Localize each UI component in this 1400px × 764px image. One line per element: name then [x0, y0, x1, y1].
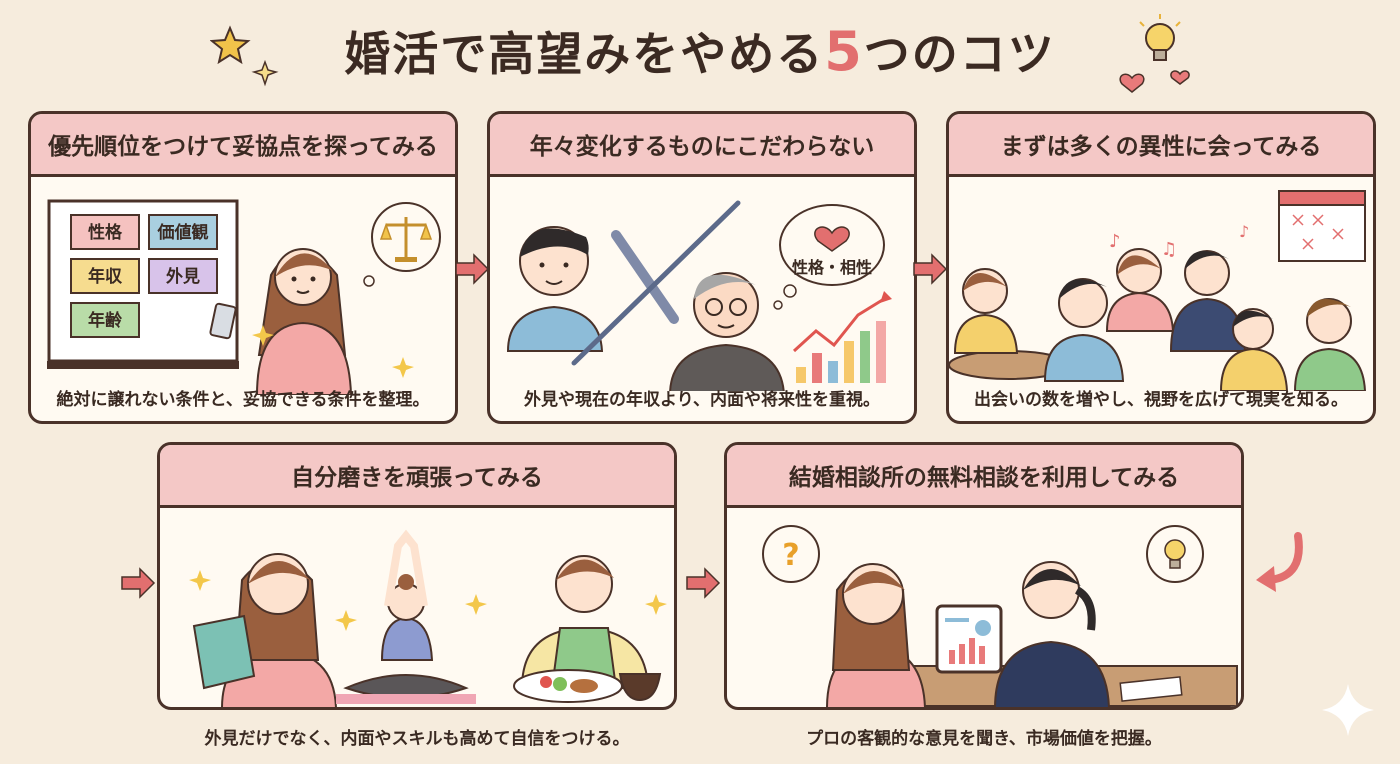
note-label: 価値観	[157, 222, 209, 243]
star-icon	[210, 25, 279, 87]
tip-heading-4: 自分磨きを頑張ってみる	[160, 445, 674, 508]
tip-card-1: 優先順位をつけて妥協点を探ってみる 性格 価値観 年収 外見 年齢	[28, 111, 458, 424]
consultation-illustration: ?	[762, 525, 1238, 707]
note-label: 外見	[166, 266, 200, 287]
curved-arrow-icon	[1256, 532, 1303, 592]
tip-caption-4: 外見だけでなく、内面やスキルも高めて自信をつける。	[204, 729, 630, 749]
lightbulb-icon	[1119, 14, 1190, 93]
tip-caption-1: 絶対に譲れない条件と、妥協できる条件を整理。	[56, 390, 430, 410]
heart-icon	[814, 226, 850, 252]
title-text-before: 婚活で高望みをやめる	[344, 27, 825, 81]
tip-card-3: まずは多くの異性に会ってみる	[946, 111, 1376, 424]
note-label: 性格	[88, 222, 123, 243]
sparkle-icon	[1322, 684, 1374, 736]
meeting-people-illustration: ♪ ♫ ♪	[949, 190, 1367, 391]
svg-text:♪: ♪	[1239, 222, 1249, 241]
svg-text:♪: ♪	[1109, 231, 1121, 252]
tip-card-5: 結婚相談所の無料相談を利用してみる ?	[724, 442, 1244, 710]
tip-heading-5: 結婚相談所の無料相談を利用してみる	[727, 445, 1241, 508]
tip-caption-3: 出会いの数を増やし、視野を広げて現実を知る。	[974, 390, 1348, 410]
arrow-right-icon	[455, 253, 490, 285]
svg-text:?: ?	[782, 538, 799, 573]
note-label: 年収	[88, 266, 123, 287]
title-text-after: つのコツ	[863, 27, 1056, 81]
priority-board-illustration: 性格 価値観 年収 外見 年齢	[47, 199, 441, 395]
note-label: 年齢	[88, 310, 123, 331]
tip-caption-2: 外見や現在の年収より、内面や将来性を重視。	[524, 390, 880, 410]
bubble-label: 性格・相性	[792, 258, 872, 277]
tip-heading-2: 年々変化するものにこだわらない	[490, 114, 914, 177]
arrow-right-icon	[121, 567, 156, 599]
arrow-right-icon	[913, 253, 948, 285]
svg-text:♫: ♫	[1161, 239, 1177, 260]
tip-card-2: 年々変化するものにこだわらない 性格・相性	[487, 111, 917, 424]
self-improvement-illustration	[189, 529, 667, 707]
tip-heading-3: まずは多くの異性に会ってみる	[949, 114, 1373, 177]
page-title: 婚活で高望みをやめる5つのコツ	[0, 18, 1400, 84]
appearance-vs-personality-illustration: 性格・相性	[506, 200, 892, 391]
title-number: 5	[824, 20, 864, 83]
tip-heading-1: 優先順位をつけて妥協点を探ってみる	[31, 114, 455, 177]
tip-card-4: 自分磨きを頑張ってみる	[157, 442, 677, 710]
arrow-right-icon	[686, 567, 721, 599]
tip-caption-5: プロの客観的な意見を聞き、市場価値を把握。	[806, 729, 1162, 749]
